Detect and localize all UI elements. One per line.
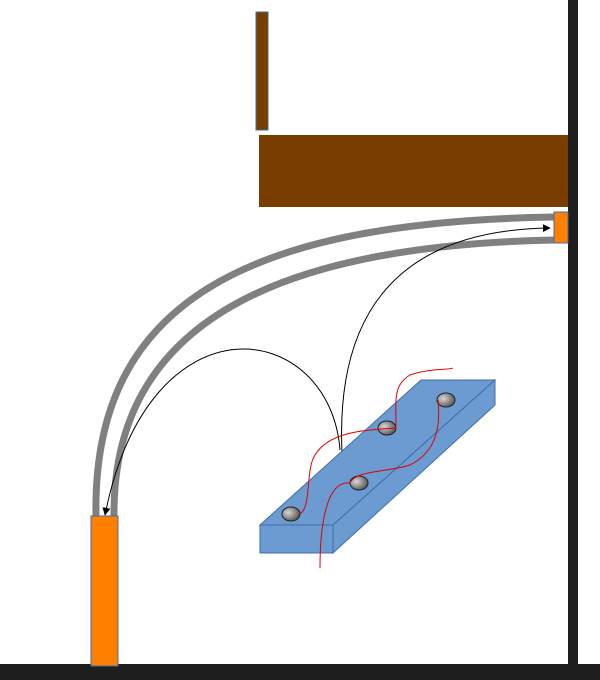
floor [0, 664, 600, 680]
arrow-to-target [341, 224, 551, 454]
brown-beam [259, 135, 568, 207]
right-wall [568, 0, 578, 672]
orange-source [90, 515, 119, 667]
brown-post [255, 11, 269, 131]
disc-1 [281, 506, 301, 522]
disc-2 [349, 475, 369, 491]
arrow-to-source [102, 348, 341, 516]
track-inner [110, 236, 555, 517]
blue-block [258, 378, 497, 555]
orange-target [553, 211, 569, 244]
track-outer [92, 213, 555, 517]
red-wire-2 [319, 399, 440, 569]
red-wire-1 [298, 367, 454, 515]
disc-4 [436, 392, 456, 408]
